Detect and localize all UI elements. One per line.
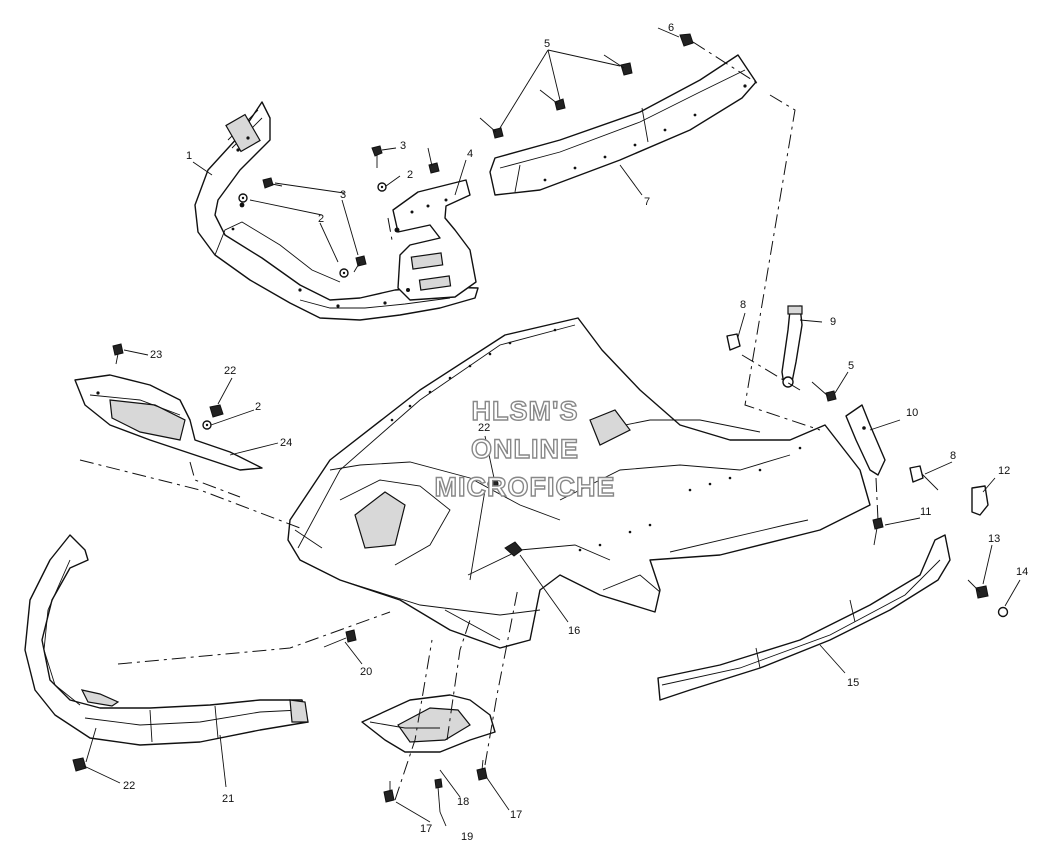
callout-8: 8 [950, 450, 956, 462]
watermark-line-3: MICROFICHE [435, 472, 616, 502]
callout-16: 16 [568, 625, 580, 637]
callout-13: 13 [988, 533, 1000, 545]
callout-20: 20 [360, 666, 372, 678]
fasteners [72, 33, 1009, 813]
left-lower-bumper [24, 534, 309, 746]
callout-19: 19 [461, 831, 473, 843]
lower-skid-plate [361, 694, 496, 753]
left-skid-plate [74, 374, 263, 471]
callout-17: 17 [420, 823, 432, 835]
callout-18: 18 [457, 796, 469, 808]
callout-14: 14 [1016, 566, 1028, 578]
callout-11: 11 [920, 506, 931, 518]
callout-22: 22 [478, 422, 490, 434]
watermark: HLSM'S ONLINE MICROFICHE [434, 395, 616, 502]
callout-17: 17 [510, 809, 522, 821]
callout-22: 22 [123, 780, 135, 792]
bumper-clip [971, 485, 989, 516]
callout-23: 23 [150, 349, 162, 361]
right-front-bumper [657, 534, 951, 701]
watermark-line-2: ONLINE [471, 434, 579, 464]
watermark-line-1: HLSM'S [472, 396, 579, 426]
callout-5: 5 [544, 38, 550, 50]
upper-bumper-bar [489, 54, 757, 196]
callout-6: 6 [668, 22, 674, 34]
callout-labels: 1 2 2 2 3 3 4 5 5 6 7 8 8 9 10 11 12 13 … [123, 22, 1028, 843]
callout-10: 10 [906, 407, 918, 419]
callout-24: 24 [280, 437, 292, 449]
callout-15: 15 [847, 677, 859, 689]
callout-3: 3 [400, 140, 406, 152]
callout-5: 5 [848, 360, 854, 372]
mounting-bracket-plate [392, 179, 477, 301]
callout-2: 2 [318, 213, 324, 225]
hood-body-panel [287, 317, 871, 649]
push-nut-body [487, 478, 499, 490]
callout-9: 9 [830, 316, 836, 328]
callout-8: 8 [740, 299, 746, 311]
leader-lines [83, 27, 1021, 827]
callout-4: 4 [467, 148, 473, 160]
callout-3: 3 [340, 189, 346, 201]
bumper-bracket-left [194, 101, 479, 321]
assembly-lines [79, 41, 879, 801]
callout-1: 1 [186, 150, 192, 162]
spring-rod [781, 305, 803, 388]
callout-2: 2 [255, 401, 261, 413]
callout-21: 21 [222, 793, 234, 805]
callout-2: 2 [407, 169, 413, 181]
body-grommet [504, 541, 523, 557]
callout-7: 7 [644, 196, 650, 208]
side-bracket [845, 404, 886, 476]
callout-12: 12 [998, 465, 1010, 477]
callout-22: 22 [224, 365, 236, 377]
